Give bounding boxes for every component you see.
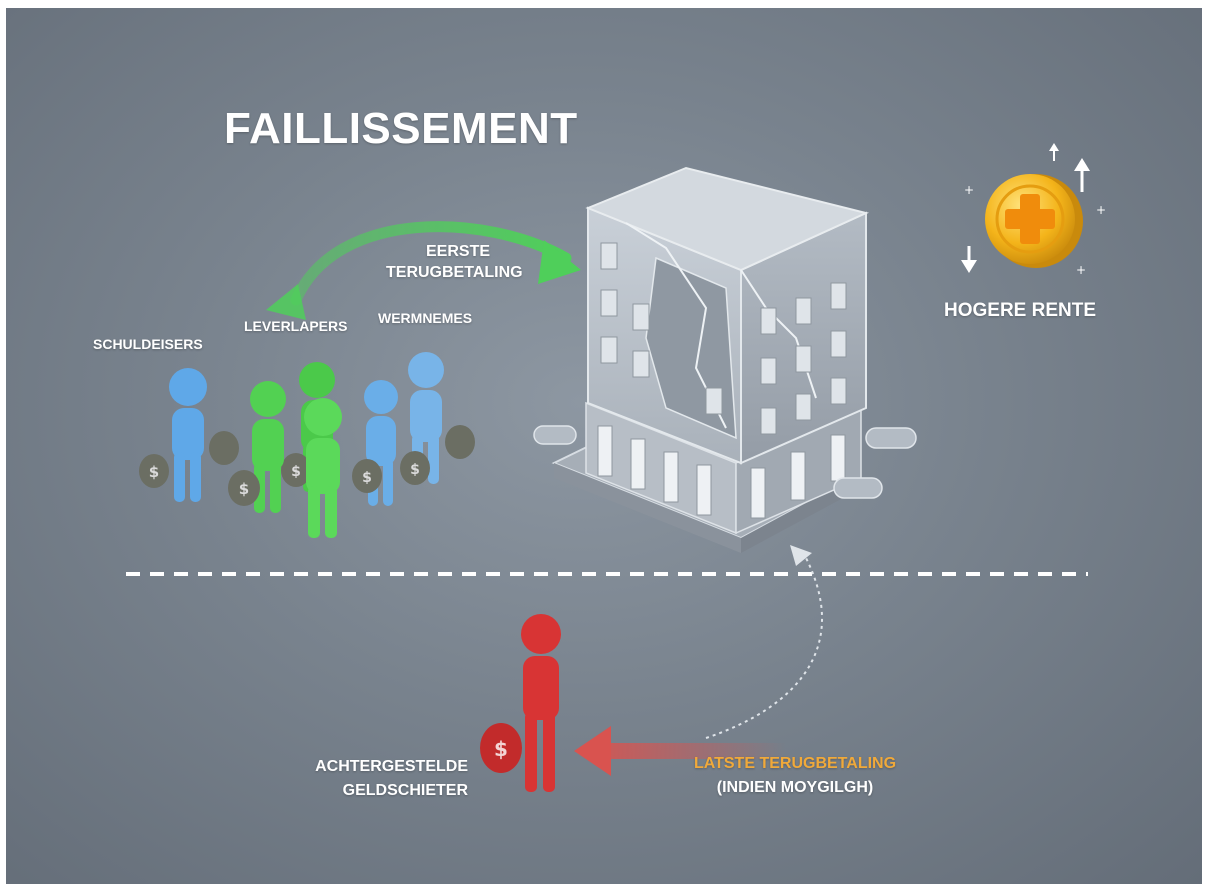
last-repayment-line1: LATSTE TERUGBETALING	[693, 755, 897, 772]
money-bag-icon: $	[281, 453, 311, 487]
money-bag-icon: $	[228, 470, 260, 506]
bankrupt-building-icon	[533, 166, 917, 553]
dollar-sign-icon: $	[362, 470, 372, 486]
svg-text:+: +	[1076, 263, 1086, 277]
first-repayment-line2: TERUGBETALING	[386, 264, 523, 281]
money-bag-icon	[445, 425, 475, 459]
creditors-label: SCHULDEISERS	[93, 336, 203, 352]
diagram-scene: $	[126, 143, 1106, 792]
dotted-arrow	[705, 545, 824, 739]
arrow-down-icon	[961, 246, 977, 273]
employee-figure	[364, 380, 398, 506]
money-bag-icon: $	[480, 723, 522, 773]
last-repayment-label: LATSTE TERUGBETALING (INDIEN MOYGILGH)	[670, 753, 920, 798]
money-bag-icon: $	[352, 459, 382, 493]
creditor-figure	[169, 368, 207, 502]
money-bag-icon: $	[139, 454, 169, 488]
subordinated-lender-figure: $	[480, 614, 561, 792]
money-bag-icon: $	[400, 451, 430, 485]
employees-label: WERMNEMES	[378, 310, 473, 326]
money-bag-icon	[209, 431, 239, 465]
plus-icon	[1005, 194, 1055, 244]
gold-coin-icon	[985, 174, 1083, 268]
diagram-canvas: $	[6, 8, 1202, 884]
first-repayment-arrow	[266, 221, 581, 320]
suppliers-label: LEVERLAPERS	[244, 318, 348, 334]
first-repayment-label: EERSTE TERUGBETALING	[386, 241, 523, 283]
higher-interest-label: HOGERE RENTE	[944, 300, 1097, 321]
subordinated-lender-label: ACHTERGESTELDE GELDSCHIETER	[276, 756, 468, 801]
supplier-figure	[250, 381, 286, 513]
dollar-sign-icon: $	[291, 464, 301, 480]
arrow-up-icon	[1049, 143, 1090, 192]
subordinated-line2: GELDSCHIETER	[342, 782, 468, 799]
dollar-sign-icon: $	[410, 462, 420, 478]
dollar-sign-icon: $	[494, 737, 508, 761]
svg-text:+: +	[1096, 203, 1106, 217]
dollar-sign-icon: $	[149, 463, 159, 481]
first-repayment-line1: EERSTE	[426, 243, 491, 260]
last-repayment-line2: (INDIEN MOYGILGH)	[716, 779, 874, 796]
creditor-group: $	[139, 352, 475, 538]
sparkle-icon: + + +	[964, 183, 1106, 277]
supplier-figure	[304, 398, 342, 538]
subordinated-line1: ACHTERGESTELDE	[315, 758, 468, 775]
last-repayment-arrow	[574, 726, 786, 776]
diagram-title: FAILLISSEMENT	[224, 104, 578, 153]
svg-text:+: +	[964, 183, 974, 197]
dollar-sign-icon: $	[239, 480, 249, 498]
